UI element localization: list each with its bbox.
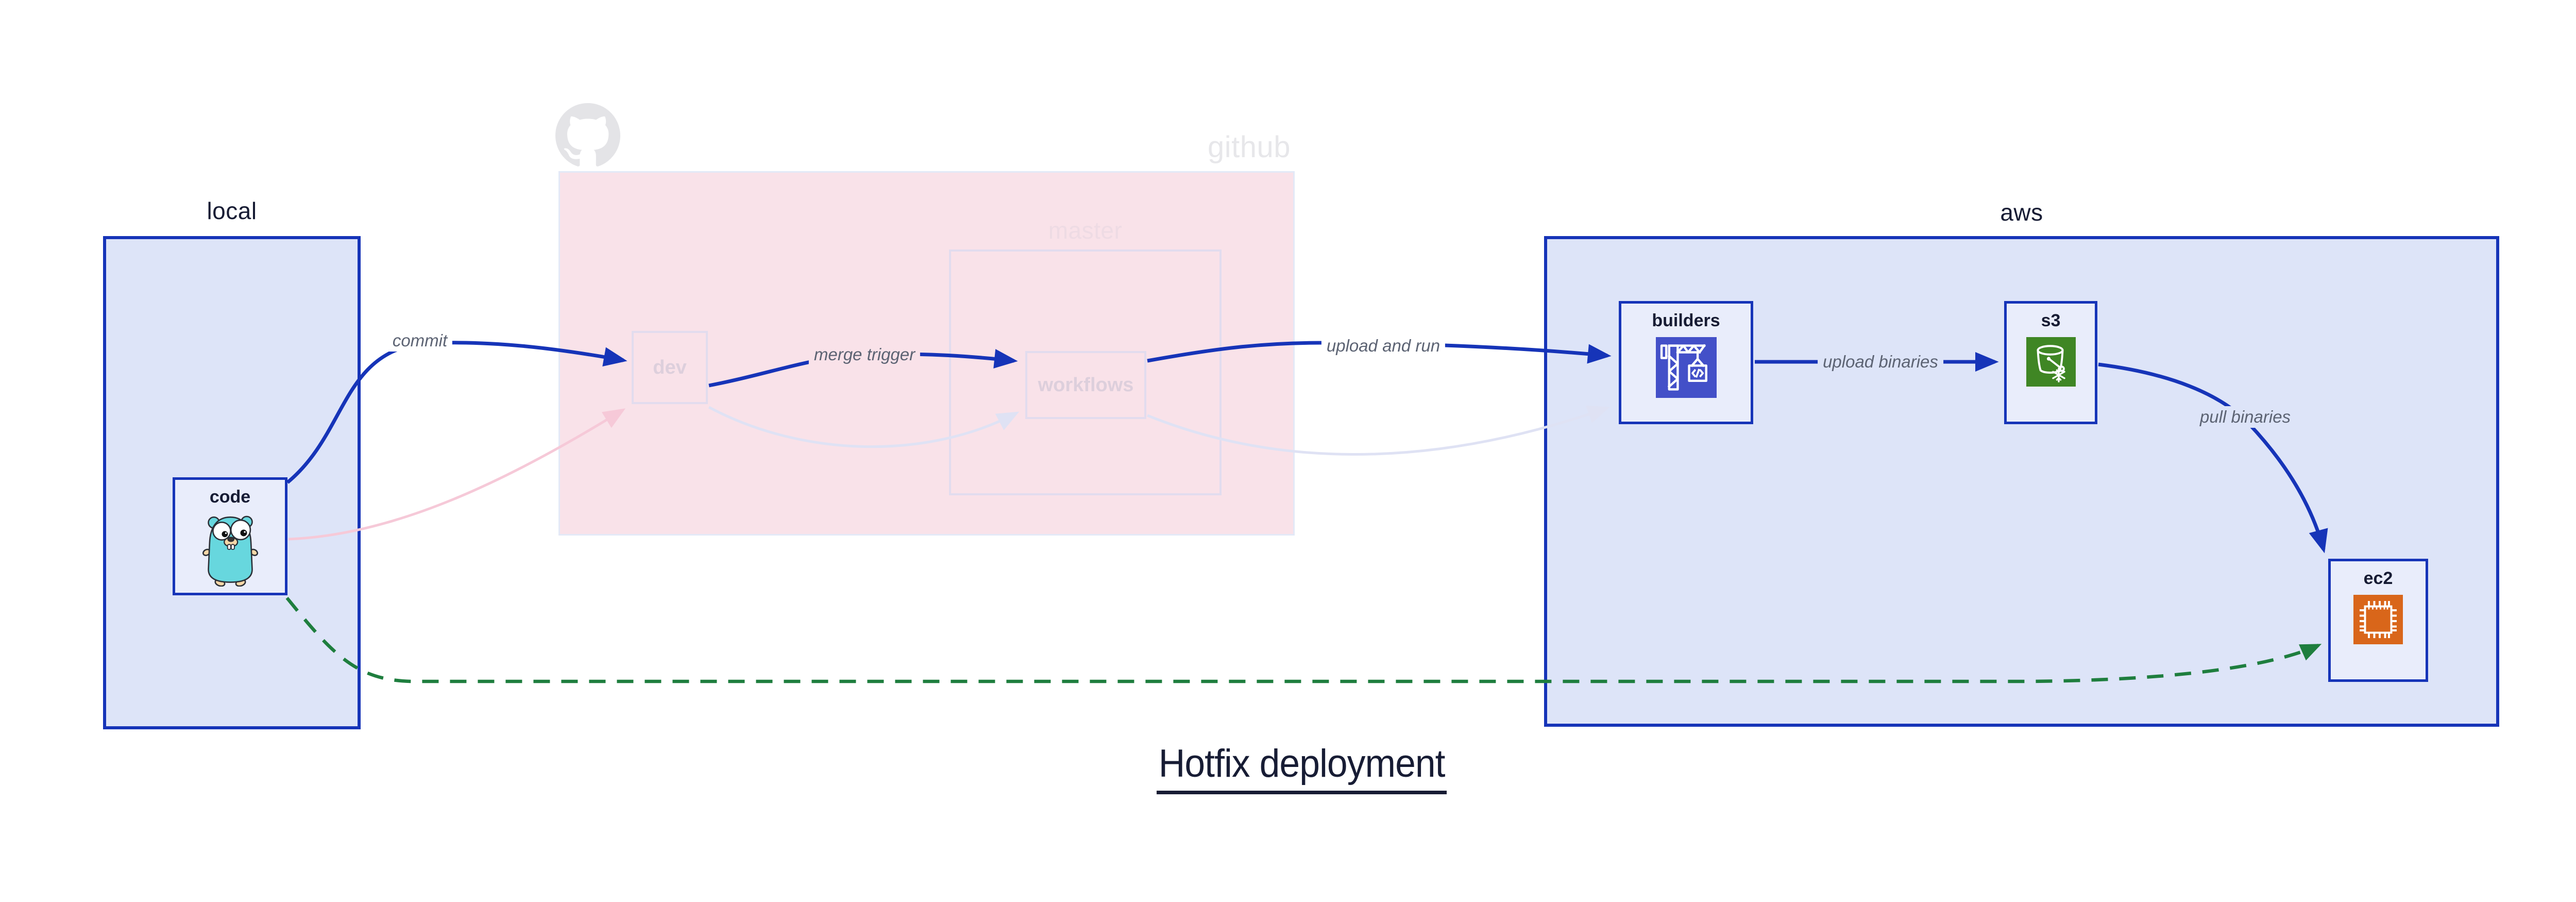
dev-node: dev <box>632 331 708 404</box>
aws-group-label: aws <box>2000 199 2043 226</box>
ec2-node: ec2 <box>2328 559 2428 682</box>
github-octocat-icon <box>555 103 620 168</box>
commit-edge-label: commit <box>387 330 453 352</box>
builders-node-label: builders <box>1652 311 1720 330</box>
merge-trigger-edge-label: merge trigger <box>808 344 921 365</box>
workflows-node-label: workflows <box>1038 374 1134 396</box>
github-group-label: github <box>1207 130 1291 164</box>
s3-node: s3 <box>2004 301 2097 424</box>
ec2-chip-icon <box>2353 595 2403 644</box>
local-group-label: local <box>207 197 257 224</box>
upload-and-run-edge-label: upload and run <box>1321 335 1446 357</box>
pull-binaries-edge-label: pull binaries <box>2194 406 2296 428</box>
code-node: code <box>173 477 287 595</box>
s3-bucket-snowflake-icon <box>2026 337 2076 387</box>
diagram-title: Hotfix deployment <box>0 741 2576 794</box>
go-gopher-icon <box>200 513 261 587</box>
workflows-node: workflows <box>1025 351 1146 419</box>
s3-node-label: s3 <box>2041 311 2061 330</box>
ec2-node-label: ec2 <box>2363 569 2393 588</box>
master-branch-label: master <box>1048 217 1123 244</box>
code-node-label: code <box>209 487 251 507</box>
builders-node: builders <box>1619 301 1753 424</box>
dev-node-label: dev <box>653 356 687 378</box>
upload-binaries-edge-label: upload binaries <box>1818 351 1943 373</box>
codebuild-crane-icon <box>1655 337 1717 398</box>
diagram-title-text: Hotfix deployment <box>1157 741 1447 794</box>
